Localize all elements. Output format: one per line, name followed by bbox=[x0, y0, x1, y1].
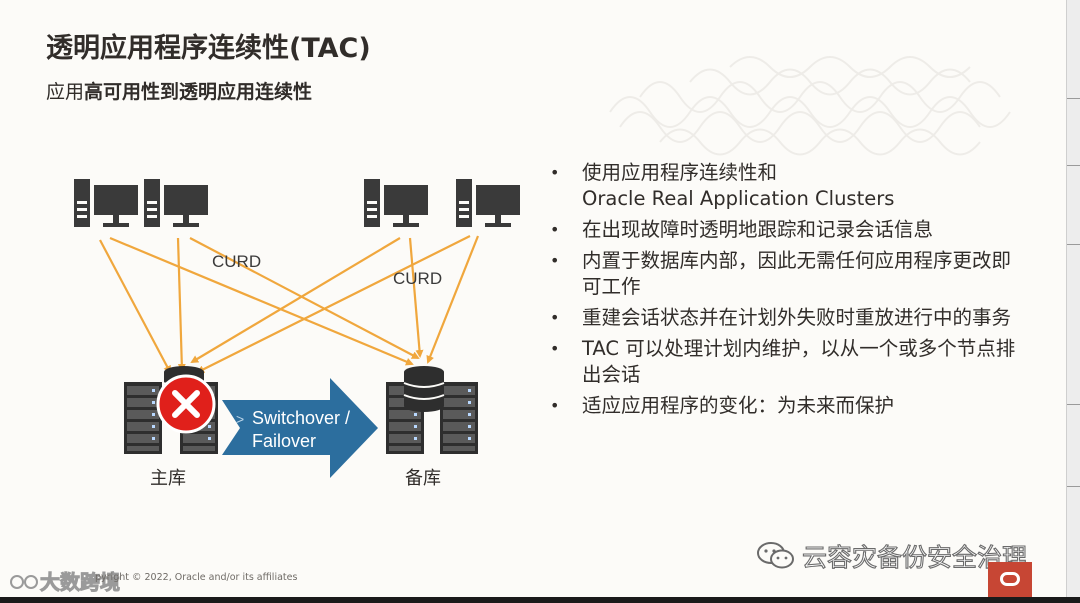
connection-arrows bbox=[99, 235, 480, 374]
desktop-computer-icon bbox=[364, 179, 428, 227]
bullet-marker: • bbox=[550, 308, 560, 327]
desktop-computer-icon bbox=[144, 179, 208, 227]
background-pattern bbox=[609, 56, 1011, 156]
switchover-label: Switchover / bbox=[252, 408, 350, 428]
brand-watermark: 大数跨境 bbox=[8, 566, 121, 595]
slide-title: 透明应用程序连续性(TAC) bbox=[46, 33, 371, 64]
standby-database bbox=[386, 365, 478, 454]
wechat-icon bbox=[757, 542, 794, 569]
standby-db-label: 备库 bbox=[405, 468, 441, 489]
bullet-item: • 内置于数据库内部，因此无需任何应用程序更改即可工作 bbox=[550, 248, 1030, 300]
window-scrollbar-strip[interactable] bbox=[1066, 0, 1080, 603]
error-x-icon bbox=[156, 374, 216, 434]
bullet-text: 重建会话状态并在计划外失败时重放进行中的事务 bbox=[582, 306, 1012, 329]
database-cylinder-icon bbox=[403, 365, 445, 413]
feature-bullet-list: • 使用应用程序连续性和 Oracle Real Application Clus… bbox=[550, 160, 1030, 424]
chevron-right-icon: > bbox=[236, 411, 244, 427]
bullet-marker: • bbox=[550, 251, 560, 270]
client-computers bbox=[74, 179, 520, 227]
subtitle-bold: 高可用性到透明应用连续性 bbox=[84, 81, 313, 103]
bullet-text: 适应应用程序的变化：为未来而保护 bbox=[582, 394, 895, 417]
bullet-marker: • bbox=[550, 339, 560, 358]
slide-subtitle: 应用高可用性到透明应用连续性 bbox=[46, 77, 312, 104]
brand-watermark-text: 大数跨境 bbox=[40, 570, 121, 595]
bullet-item: • 适应应用程序的变化：为未来而保护 bbox=[550, 393, 1030, 419]
oracle-logo-icon bbox=[988, 562, 1032, 597]
failover-label: Failover bbox=[252, 431, 316, 451]
desktop-computer-icon bbox=[456, 179, 520, 227]
primary-database bbox=[124, 365, 218, 454]
copyright-text: pyright © 2022, Oracle and/or its affili… bbox=[95, 572, 298, 583]
bullet-item: • 在出现故障时透明地跟踪和记录会话信息 bbox=[550, 217, 1030, 243]
bullet-text: TAC 可以处理计划内维护，以从一个或多个节点排出会话 bbox=[582, 337, 1016, 386]
bullet-marker: • bbox=[550, 163, 560, 182]
bullet-text: 使用应用程序连续性和 Oracle Real Application Clust… bbox=[582, 161, 895, 210]
server-rack-icon bbox=[440, 382, 478, 454]
desktop-computer-icon bbox=[74, 179, 138, 227]
primary-db-label: 主库 bbox=[150, 468, 186, 489]
bullet-text: 在出现故障时透明地跟踪和记录会话信息 bbox=[582, 218, 934, 241]
bullet-marker: • bbox=[550, 220, 560, 239]
bullet-text: 内置于数据库内部，因此无需任何应用程序更改即可工作 bbox=[582, 249, 1012, 298]
bullet-marker: • bbox=[550, 396, 560, 415]
brand-logo-icon bbox=[10, 575, 38, 589]
curd-label-right: CURD bbox=[393, 269, 442, 288]
server-rack-icon bbox=[124, 382, 162, 454]
bullet-item: • 重建会话状态并在计划外失败时重放进行中的事务 bbox=[550, 305, 1030, 331]
switchover-arrow: > bbox=[222, 378, 378, 478]
subtitle-prefix: 应用 bbox=[46, 81, 85, 103]
curd-label-left: CURD bbox=[212, 252, 261, 271]
bullet-item: • 使用应用程序连续性和 Oracle Real Application Clus… bbox=[550, 160, 1030, 212]
window-bottom-bar bbox=[0, 597, 1080, 603]
wechat-account-watermark: 云容灾备份安全治理 bbox=[756, 540, 1028, 573]
bullet-item: • TAC 可以处理计划内维护，以从一个或多个节点排出会话 bbox=[550, 336, 1030, 388]
